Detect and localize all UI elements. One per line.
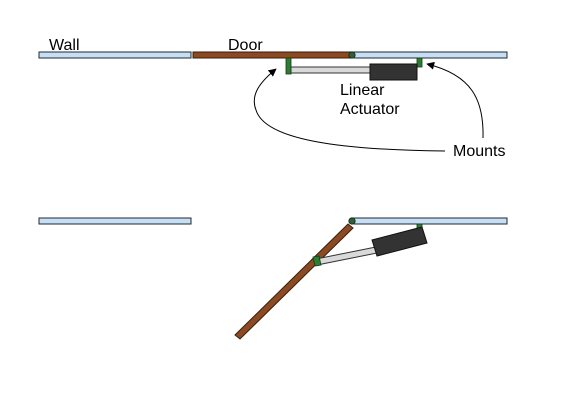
actuator-label-line1: Linear <box>340 82 385 99</box>
mount-icon <box>285 57 292 75</box>
mount-icon <box>312 255 322 267</box>
door-closed <box>192 51 353 59</box>
mount-icon <box>416 57 423 68</box>
wall-right-open <box>353 217 508 225</box>
actuator-body-open <box>371 226 428 257</box>
door-open <box>234 223 354 340</box>
open-door-scene <box>38 217 508 340</box>
actuator-label-line2: Actuator <box>340 101 400 118</box>
hinge-icon <box>348 51 356 59</box>
door-label: Door <box>228 37 263 54</box>
hinge-icon <box>348 217 356 225</box>
mounts-label: Mounts <box>453 143 505 160</box>
wall-left-closed <box>38 51 192 59</box>
actuator-body-closed <box>369 63 418 81</box>
wall-label: Wall <box>49 37 80 54</box>
wall-right-closed <box>353 51 508 59</box>
wall-left-open <box>38 217 192 225</box>
actuator-rod-closed <box>290 66 373 74</box>
closed-door-scene: Wall Door Linear Actuator Mounts <box>38 37 508 160</box>
pointer-arrow-icon <box>253 68 446 152</box>
pointer-arrow-icon <box>426 61 484 139</box>
